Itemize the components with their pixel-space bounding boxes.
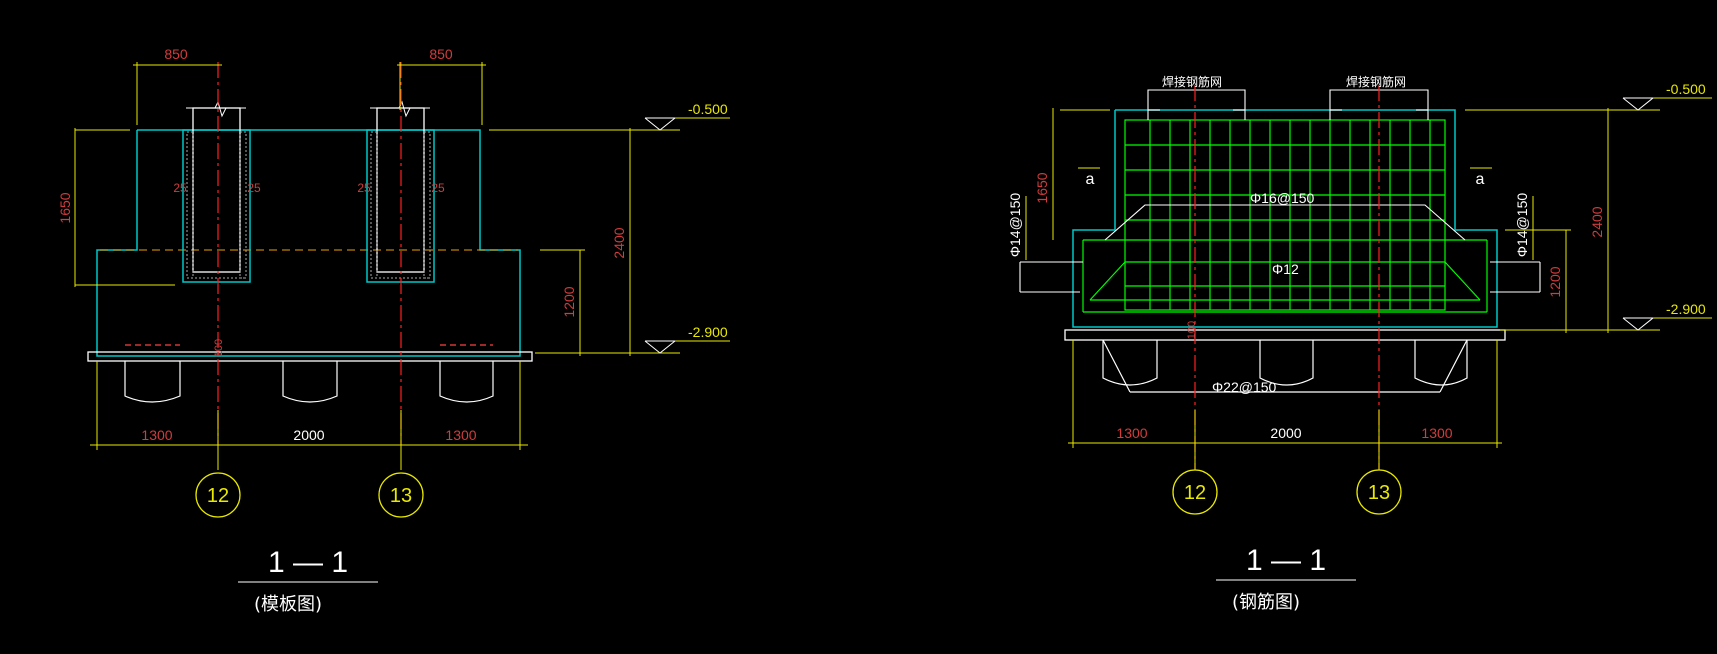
- right-elevation-markers: [1622, 97, 1712, 331]
- left-dim-top-right: 850: [429, 46, 453, 62]
- right-axis-label-12: 12: [1184, 482, 1206, 504]
- left-cover-b1: 25: [357, 181, 371, 195]
- left-axis-label-12: 12: [207, 485, 229, 507]
- left-dim-bottom-left: 1300: [141, 427, 172, 443]
- right-section-title: 1 — 1: [1246, 544, 1326, 577]
- right-axis-bubble-12: [1172, 469, 1218, 515]
- right-dim-height-total: 2400: [1589, 206, 1605, 237]
- right-dim-height-upper: 1650: [1034, 172, 1050, 203]
- left-dim-height-total: 2400: [611, 227, 627, 258]
- left-dim-top-left: 850: [164, 46, 188, 62]
- left-dim-bottom-mid: 2000: [293, 427, 324, 443]
- right-mesh-label-right: 焊接钢筋网: [1346, 74, 1406, 89]
- left-dim-height-lower: 1200: [561, 286, 577, 317]
- right-mark-a-right: a: [1476, 171, 1485, 188]
- right-dim-bottom-left: 1300: [1116, 425, 1147, 441]
- left-section-subtitle: (模板图): [254, 594, 322, 615]
- right-section-subtitle: (钢筋图): [1232, 592, 1300, 613]
- left-concrete-outline: [96, 129, 521, 357]
- right-rebar-view: 焊接钢筋网 焊接钢筋网 -0.500 -2.900 2400 1200 1650…: [1007, 74, 1712, 613]
- left-elev-bottom: -2.900: [688, 324, 728, 340]
- left-elevation-markers: [644, 117, 730, 354]
- left-break-b: [370, 100, 430, 118]
- left-cover-a1: 25: [173, 181, 187, 195]
- left-axis-bubble-13: [378, 472, 424, 518]
- left-yellow-lines: [74, 62, 680, 470]
- left-base-slab: [87, 351, 533, 362]
- left-dim-bottom-right: 1300: [445, 427, 476, 443]
- left-piles: [124, 344, 494, 403]
- right-yellow-lines: [1025, 108, 1660, 470]
- right-base-slab: [1064, 329, 1506, 341]
- right-rebar-right: Φ14@150: [1514, 193, 1530, 258]
- right-piles: [1102, 339, 1468, 393]
- right-rebar-mid: Φ16@150: [1250, 190, 1315, 206]
- right-dim-height-lower: 1200: [1547, 266, 1563, 297]
- left-dim-height-upper: 1650: [57, 192, 73, 223]
- right-axis-label-13: 13: [1368, 482, 1390, 504]
- right-elev-top: -0.500: [1666, 81, 1706, 97]
- right-rebar-tie: Φ12: [1272, 261, 1299, 277]
- left-dim-pile-cap: 100: [213, 339, 225, 357]
- left-formwork-view: 850 850 1650 2400 1200 100 25 25 25 25 -…: [57, 46, 730, 615]
- right-dim-bottom-mid: 2000: [1270, 425, 1301, 441]
- left-socket-a: [182, 107, 251, 283]
- left-elev-top: -0.500: [688, 101, 728, 117]
- right-rebar-cage: [1082, 119, 1488, 313]
- right-dim-bottom-right: 1300: [1421, 425, 1452, 441]
- right-axis-bubble-13: [1356, 469, 1402, 515]
- left-cover-a2: 25: [247, 181, 261, 195]
- right-mark-a-left: a: [1086, 171, 1095, 188]
- right-rebar-left: Φ14@150: [1007, 193, 1023, 258]
- left-cover-b2: 25: [431, 181, 445, 195]
- left-section-title: 1 — 1: [268, 546, 348, 579]
- right-concrete-outline: [1072, 109, 1498, 328]
- right-centerlines: [1194, 85, 1380, 470]
- left-axis-bubble-12: [195, 472, 241, 518]
- left-break-a: [186, 100, 246, 118]
- right-elev-bottom: -2.900: [1666, 301, 1706, 317]
- right-dim-pile-cap: 100: [1186, 321, 1198, 339]
- right-mesh-label-left: 焊接钢筋网: [1162, 74, 1222, 89]
- left-axis-label-13: 13: [390, 485, 412, 507]
- left-centerlines: [217, 62, 402, 445]
- right-rebar-bottom: Φ22@150: [1212, 379, 1277, 395]
